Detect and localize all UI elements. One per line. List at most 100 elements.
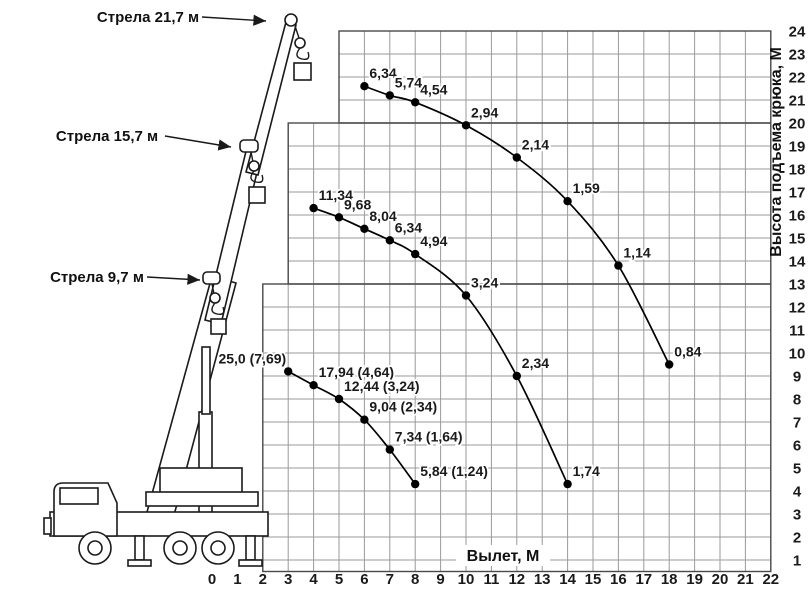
curve-point bbox=[385, 445, 394, 454]
curve-point bbox=[512, 371, 521, 381]
y-tick-label: 20 bbox=[789, 116, 806, 133]
curve-point bbox=[614, 261, 623, 270]
y-tick-label: 13 bbox=[789, 277, 806, 294]
hook-15-7 bbox=[239, 139, 266, 204]
cylinder-upper bbox=[201, 346, 211, 415]
load-block bbox=[293, 62, 312, 81]
capacity-label: 5,84 (1,24) bbox=[420, 463, 488, 479]
load-block bbox=[210, 318, 227, 335]
wheel-hub bbox=[87, 540, 103, 556]
capacity-label: 5,74 bbox=[395, 74, 422, 90]
grid-band-border bbox=[262, 283, 772, 573]
capacity-label: 1,74 bbox=[573, 463, 600, 479]
x-tick-label: 21 bbox=[737, 571, 754, 588]
crane-illustration: Стрела 21,7 м Стрела 15,7 м Стрела 9,7 м bbox=[43, 9, 312, 567]
y-tick-label: 23 bbox=[789, 47, 806, 64]
x-tick-label: 10 bbox=[458, 571, 475, 588]
capacity-label: 1,14 bbox=[623, 245, 650, 261]
y-tick-label: 2 bbox=[793, 530, 801, 547]
hook-21-7 bbox=[293, 25, 312, 81]
y-tick-label: 1 bbox=[793, 553, 801, 570]
curve-point bbox=[385, 91, 394, 100]
y-axis-title: Высота подъема крюка, М bbox=[768, 47, 785, 257]
x-tick-label: 18 bbox=[661, 571, 678, 588]
y-tick-label: 7 bbox=[793, 415, 801, 432]
y-tick-label: 9 bbox=[793, 369, 801, 386]
hook-block bbox=[248, 160, 260, 172]
y-tick-label: 19 bbox=[789, 139, 806, 156]
cab-window bbox=[59, 487, 99, 505]
y-tick-label: 14 bbox=[789, 254, 806, 271]
curve-point bbox=[360, 415, 369, 424]
curve-point bbox=[563, 479, 572, 489]
hook-icon bbox=[250, 170, 264, 184]
curve-point bbox=[334, 394, 344, 404]
wheel-hub bbox=[172, 540, 188, 556]
y-tick-label: 24 bbox=[789, 24, 806, 41]
capacity-label: 17,94 (4,64) bbox=[319, 364, 395, 380]
boom bbox=[146, 13, 298, 520]
hook-block bbox=[209, 292, 221, 304]
x-tick-label: 8 bbox=[411, 571, 419, 588]
x-tick-label: 7 bbox=[386, 571, 394, 588]
x-tick-label: 4 bbox=[309, 571, 318, 588]
x-tick-label: 12 bbox=[508, 571, 525, 588]
x-tick-label: 6 bbox=[360, 571, 368, 588]
x-tick-label: 2 bbox=[259, 571, 267, 588]
x-tick-label: 22 bbox=[762, 571, 779, 588]
capacity-label: 3,24 bbox=[471, 275, 498, 291]
arrow-15-7 bbox=[164, 135, 232, 151]
curve-point bbox=[461, 291, 471, 300]
capacity-label: 11,34 bbox=[319, 187, 353, 203]
x-tick-label: 15 bbox=[585, 571, 602, 588]
curve-point bbox=[385, 236, 394, 245]
x-tick-label: 1 bbox=[233, 571, 241, 588]
load-block bbox=[248, 186, 266, 204]
truck bbox=[43, 467, 269, 567]
y-tick-label: 22 bbox=[789, 70, 806, 87]
y-tick-label: 10 bbox=[789, 346, 806, 363]
capacity-label: 9,04 (2,34) bbox=[369, 399, 437, 415]
hook-icon bbox=[296, 47, 310, 61]
y-tick-label: 16 bbox=[789, 208, 806, 225]
curve-point bbox=[309, 203, 318, 213]
x-axis-title: Вылет, М bbox=[467, 548, 540, 565]
curve-point bbox=[360, 82, 369, 91]
hook-icon bbox=[211, 302, 225, 316]
deck bbox=[145, 491, 259, 507]
capacity-label: 6,34 bbox=[369, 65, 396, 81]
capacity-label: 7,34 (1,64) bbox=[395, 429, 463, 445]
capacity-label: 6,34 bbox=[395, 219, 422, 235]
curve-point bbox=[309, 381, 318, 390]
y-tick-label: 5 bbox=[793, 461, 801, 478]
y-tick-label: 11 bbox=[789, 323, 805, 340]
outrigger-pad-front bbox=[127, 559, 152, 567]
capacity-label: 1,59 bbox=[573, 180, 600, 196]
boom-head bbox=[202, 271, 221, 285]
curve-point bbox=[665, 360, 674, 369]
x-tick-label: 11 bbox=[483, 571, 499, 588]
capacity-label: 2,34 bbox=[522, 355, 549, 371]
x-tick-label: 3 bbox=[284, 571, 292, 588]
wheel-hub bbox=[210, 540, 226, 556]
x-tick-label: 16 bbox=[610, 571, 627, 588]
outrigger-leg-rear bbox=[245, 535, 256, 561]
outrigger-leg-front bbox=[134, 535, 145, 561]
curve-point bbox=[284, 367, 293, 376]
boom-head-sheave bbox=[284, 13, 298, 27]
y-tick-label: 8 bbox=[793, 392, 801, 409]
hook-rope bbox=[250, 151, 254, 163]
capacity-label: 12,44 (3,24) bbox=[344, 378, 420, 394]
y-tick-label: 21 bbox=[789, 93, 806, 110]
hook-rope bbox=[294, 25, 300, 39]
capacity-label: 2,94 bbox=[471, 104, 498, 120]
outrigger-pad-rear bbox=[238, 559, 263, 567]
x-tick-label: 9 bbox=[436, 571, 444, 588]
capacity-label: 8,04 bbox=[369, 208, 396, 224]
arrow-21-7 bbox=[201, 14, 267, 26]
curve-point bbox=[563, 197, 572, 206]
capacity-label: 4,54 bbox=[420, 81, 447, 97]
x-axis-title-background bbox=[456, 545, 550, 566]
x-tick-label: 19 bbox=[686, 571, 703, 588]
